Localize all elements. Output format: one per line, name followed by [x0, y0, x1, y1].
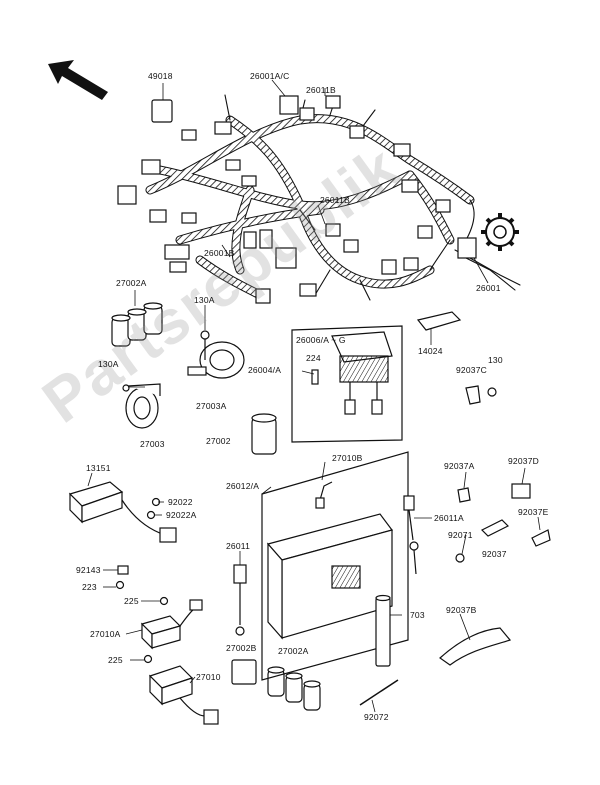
part-label-27002A-bot: 27002A	[278, 646, 309, 656]
part-label-26011A: 26011A	[434, 513, 464, 523]
part-label-92022A: 92022A	[166, 510, 197, 520]
battery-26012A	[261, 451, 409, 681]
unit-27010A	[140, 599, 203, 650]
part-label-27002A-top: 27002A	[116, 278, 147, 288]
relay-27002A-top	[111, 302, 163, 347]
unit-27010	[148, 665, 219, 725]
part-label-27003A: 27003A	[196, 401, 227, 411]
part-label-26004A: 26004/A	[248, 365, 282, 375]
relay-27002A-bottom	[267, 666, 321, 711]
relay-27002B	[231, 659, 257, 685]
washers-92022	[146, 497, 161, 520]
part-label-27003: 27003	[140, 439, 165, 449]
part-label-26012A: 26012/A	[226, 481, 260, 491]
part-label-26001B: 26001B	[204, 248, 235, 258]
part-label-92037A: 92037A	[444, 461, 475, 471]
regulator-13151	[68, 481, 177, 543]
part-label-223: 223	[82, 582, 97, 592]
fasteners-92143-223	[115, 565, 169, 664]
part-label-26001: 26001	[476, 283, 501, 293]
part-label-130: 130	[488, 355, 503, 365]
part-label-92143: 92143	[76, 565, 101, 575]
bracket-92037C	[465, 385, 497, 405]
junction-box-26004A	[291, 325, 403, 443]
part-label-26011: 26011	[226, 541, 251, 551]
part-label-49018: 49018	[148, 71, 173, 81]
part-label-225-bot: 225	[108, 655, 123, 665]
horn-27003A	[187, 330, 245, 379]
part-label-92071: 92071	[448, 530, 473, 540]
part-label-13151: 13151	[86, 463, 111, 473]
part-label-92037: 92037	[482, 549, 507, 559]
part-label-14024: 14024	[418, 346, 443, 356]
tube-703	[375, 594, 391, 667]
part-label-27010: 27010	[196, 672, 221, 682]
cover-pad-14024	[416, 311, 462, 331]
part-label-130A-mid: 130A	[194, 295, 215, 305]
front-direction-arrow	[48, 60, 108, 100]
clamps-92037	[439, 483, 551, 666]
part-label-130A-left: 130A	[98, 359, 119, 369]
band-92072	[359, 679, 399, 706]
part-label-27002B: 27002B	[226, 643, 257, 653]
part-label-225-top: 225	[124, 596, 139, 606]
part-label-27010B: 27010B	[332, 453, 363, 463]
part-label-27010A: 27010A	[90, 629, 121, 639]
lead-26011	[233, 564, 247, 636]
main-wiring-harness	[117, 94, 521, 304]
part-label-26001AC: 26001A/C	[250, 71, 290, 81]
part-label-27002: 27002	[206, 436, 231, 446]
gear-icon	[481, 213, 519, 251]
part-label-92037B: 92037B	[446, 605, 477, 615]
part-label-26006AG: 26006/A ~ G	[296, 335, 346, 345]
part-label-92022: 92022	[168, 497, 193, 507]
horn-27003	[122, 383, 161, 429]
part-label-26011B-top: 26011B	[306, 85, 336, 95]
relay-27002	[251, 413, 277, 455]
part-label-92037D: 92037D	[508, 456, 539, 466]
part-label-26011B-mid: 26011B	[320, 195, 350, 205]
part-label-92072: 92072	[364, 712, 389, 722]
leader-lines	[87, 79, 541, 713]
part-label-703: 703	[410, 610, 425, 620]
part-label-92037E: 92037E	[518, 507, 549, 517]
part-label-224: 224	[306, 353, 321, 363]
lead-26011A	[403, 495, 419, 575]
part-label-92037C: 92037C	[456, 365, 487, 375]
